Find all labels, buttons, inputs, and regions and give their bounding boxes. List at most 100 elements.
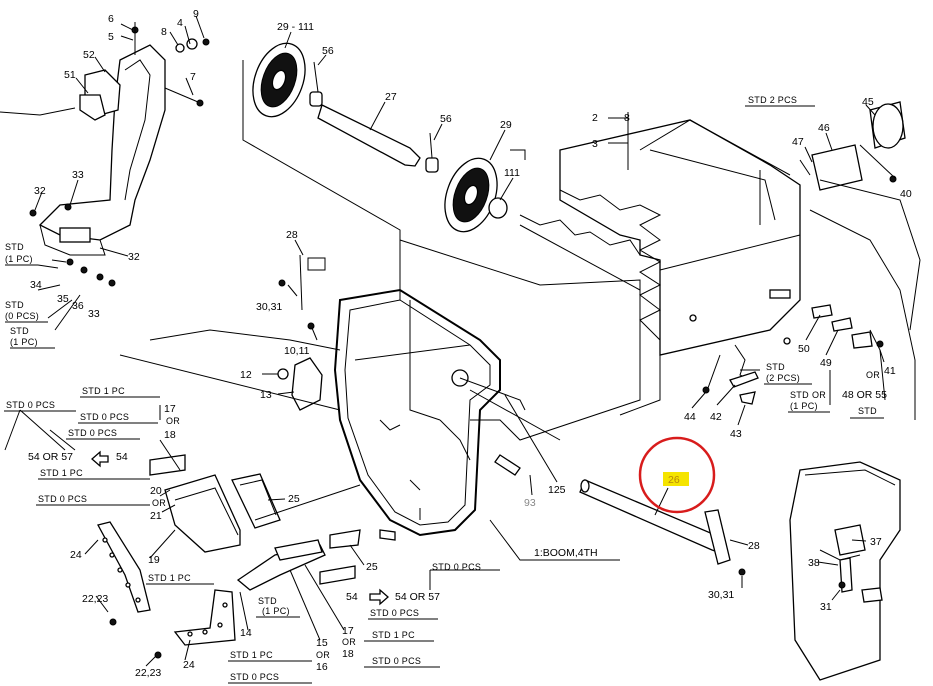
label-42[interactable]: 42 bbox=[710, 411, 722, 423]
std-note-18-zero: STD 0 PCS bbox=[372, 656, 421, 666]
std-note-54-top: STD 0 PCS bbox=[432, 562, 481, 572]
label-46[interactable]: 46 bbox=[818, 122, 830, 134]
label-17-left[interactable]: 17 bbox=[164, 403, 176, 415]
std-note-35-qty: (0 PCS) bbox=[5, 311, 39, 321]
label-47[interactable]: 47 bbox=[792, 136, 804, 148]
label-19[interactable]: 19 bbox=[148, 554, 160, 566]
direction-arrows bbox=[91, 450, 389, 606]
rear-parts bbox=[799, 101, 921, 420]
std-note-14: STD bbox=[258, 596, 277, 606]
label-50[interactable]: 50 bbox=[798, 343, 810, 355]
std-note-20: STD 1 PC bbox=[40, 468, 83, 478]
label-5[interactable]: 5 bbox=[108, 31, 114, 43]
label-52[interactable]: 52 bbox=[83, 49, 95, 61]
label-14[interactable]: 14 bbox=[240, 627, 252, 639]
label-32-left[interactable]: 32 bbox=[34, 185, 46, 197]
label-4[interactable]: 4 bbox=[177, 17, 183, 29]
label-43[interactable]: 43 bbox=[730, 428, 742, 440]
label-41[interactable]: 41 bbox=[884, 365, 896, 377]
label-12[interactable]: 12 bbox=[240, 369, 252, 381]
or-1: OR bbox=[166, 416, 180, 426]
label-44[interactable]: 44 bbox=[684, 411, 696, 423]
label-28-top[interactable]: 28 bbox=[286, 229, 298, 241]
or-2: OR bbox=[152, 498, 166, 508]
label-56-top[interactable]: 56 bbox=[322, 45, 334, 57]
label-22-23-left[interactable]: 22,23 bbox=[82, 593, 108, 605]
label-54-left[interactable]: 54 bbox=[116, 451, 128, 463]
label-22-23-bottom[interactable]: 22,23 bbox=[135, 667, 161, 679]
label-30-31-bottom[interactable]: 30,31 bbox=[708, 589, 734, 601]
leader-lines bbox=[4, 15, 885, 667]
label-25-right[interactable]: 25 bbox=[366, 561, 378, 573]
boom-label: 1:BOOM,4TH bbox=[534, 547, 598, 559]
std-note-35: STD bbox=[5, 300, 24, 310]
std-note-54-bottom: STD 0 PCS bbox=[370, 608, 419, 618]
label-35[interactable]: 35 bbox=[57, 293, 69, 305]
label-18-left[interactable]: 18 bbox=[164, 429, 176, 441]
label-10-11[interactable]: 10,11 bbox=[284, 345, 310, 357]
label-49[interactable]: 49 bbox=[820, 357, 832, 369]
label-20[interactable]: 20 bbox=[150, 485, 162, 497]
label-3[interactable]: 3 bbox=[592, 138, 598, 150]
label-33-bottom[interactable]: 33 bbox=[88, 308, 100, 320]
label-51[interactable]: 51 bbox=[64, 69, 76, 81]
label-30-31-top[interactable]: 30,31 bbox=[256, 301, 282, 313]
std-note-2pcs: STD 2 PCS bbox=[748, 95, 797, 105]
part-labels: 6 5 4 9 8 52 51 7 33 32 32 34 35 36 33 2… bbox=[28, 8, 912, 679]
label-9[interactable]: 9 bbox=[193, 8, 199, 20]
label-56[interactable]: 56 bbox=[440, 113, 452, 125]
label-13[interactable]: 13 bbox=[260, 389, 272, 401]
std-note-17-one: STD 1 PC bbox=[372, 630, 415, 640]
label-16[interactable]: 16 bbox=[316, 661, 328, 673]
label-54-right[interactable]: 54 bbox=[346, 591, 358, 603]
or-4: OR bbox=[342, 637, 356, 647]
arrow-right-icon bbox=[369, 588, 389, 606]
label-93[interactable]: 93 bbox=[524, 497, 536, 509]
label-8-right[interactable]: 8 bbox=[624, 112, 630, 124]
bottom-right-detail bbox=[789, 461, 901, 681]
label-125[interactable]: 125 bbox=[548, 484, 566, 496]
or-3: OR bbox=[316, 650, 330, 660]
label-25-left[interactable]: 25 bbox=[288, 493, 300, 505]
label-34[interactable]: 34 bbox=[30, 279, 42, 291]
label-38[interactable]: 38 bbox=[808, 557, 820, 569]
label-37[interactable]: 37 bbox=[870, 536, 882, 548]
std-note-15: STD 1 PC bbox=[230, 650, 273, 660]
label-18-bottom[interactable]: 18 bbox=[342, 648, 354, 660]
label-24-left[interactable]: 24 bbox=[70, 549, 82, 561]
label-45[interactable]: 45 bbox=[862, 96, 874, 108]
std-note-21: STD 0 PCS bbox=[38, 494, 87, 504]
label-36[interactable]: 36 bbox=[72, 300, 84, 312]
label-48-or-55[interactable]: 48 OR 55 bbox=[842, 389, 887, 401]
label-111[interactable]: 111 bbox=[504, 167, 520, 179]
std-note-36-qty: (1 PC) bbox=[10, 337, 38, 347]
label-33-top[interactable]: 33 bbox=[72, 169, 84, 181]
label-2[interactable]: 2 bbox=[592, 112, 598, 124]
label-40[interactable]: 40 bbox=[900, 188, 912, 200]
slide-pads bbox=[97, 454, 361, 659]
label-28-bottom[interactable]: 28 bbox=[748, 540, 760, 552]
std-note-36: STD bbox=[10, 326, 29, 336]
std-notes: STD (1 PC) STD (0 PCS) STD (1 PC) STD 2 … bbox=[4, 95, 884, 684]
std-note-17-zero: STD 0 PCS bbox=[80, 412, 129, 422]
label-54-or-57-right[interactable]: 54 OR 57 bbox=[395, 591, 440, 603]
label-17-bottom[interactable]: 17 bbox=[342, 625, 354, 637]
arrow-left-icon bbox=[91, 450, 109, 468]
label-29-111[interactable]: 29 - 111 bbox=[277, 21, 314, 33]
label-6[interactable]: 6 bbox=[108, 13, 114, 25]
label-8[interactable]: 8 bbox=[161, 26, 167, 38]
label-26[interactable]: 26 bbox=[668, 474, 680, 486]
label-15[interactable]: 15 bbox=[316, 637, 328, 649]
boom-body bbox=[399, 119, 801, 441]
label-27[interactable]: 27 bbox=[385, 91, 397, 103]
std-note-17: STD 1 PC bbox=[82, 386, 125, 396]
side-small-parts bbox=[702, 304, 884, 405]
label-24-bottom[interactable]: 24 bbox=[183, 659, 195, 671]
label-31[interactable]: 31 bbox=[820, 601, 832, 613]
std-note-42: STD bbox=[766, 362, 785, 372]
label-7[interactable]: 7 bbox=[190, 71, 196, 83]
label-29[interactable]: 29 bbox=[500, 119, 512, 131]
label-32-right[interactable]: 32 bbox=[128, 251, 140, 263]
label-54-or-57-left[interactable]: 54 OR 57 bbox=[28, 451, 73, 463]
label-21[interactable]: 21 bbox=[150, 510, 162, 522]
